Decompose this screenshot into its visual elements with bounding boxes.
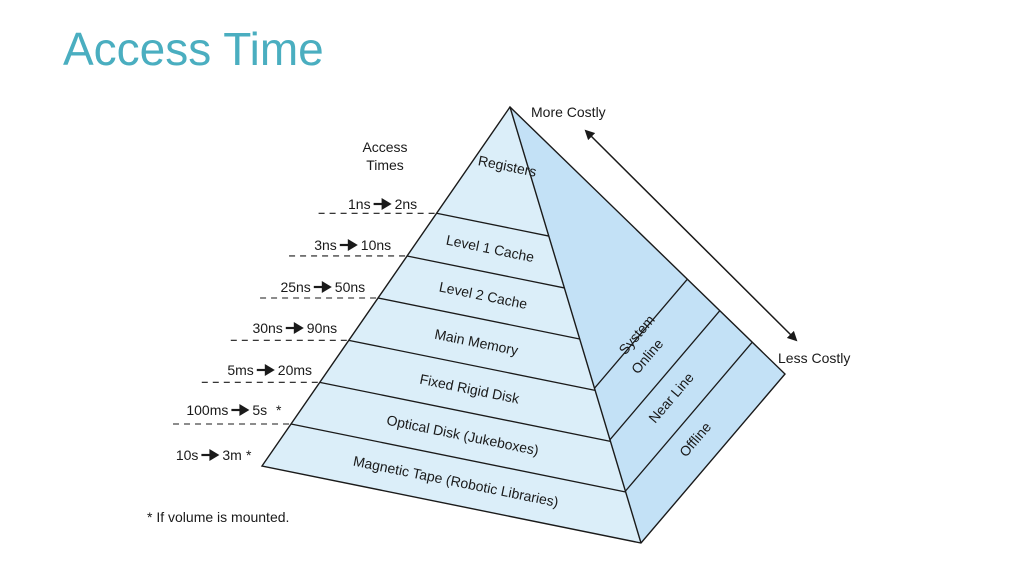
access-time-to: 2ns (395, 196, 418, 212)
slide-title: Access Time (63, 23, 324, 75)
access-time-label: 10s 3m * (176, 447, 252, 463)
arrow-head-icon (347, 239, 358, 251)
access-time-to: 20ms (278, 362, 312, 378)
less-costly-label: Less Costly (778, 350, 850, 366)
access-time-from: 30ns (252, 320, 282, 336)
pyramid-front-right-edge (509, 106, 642, 544)
access-time-label: 30ns 90ns (252, 320, 337, 336)
arrow-head-icon (264, 364, 275, 376)
access-time-from: 10s (176, 447, 199, 463)
access-times-header-line2: Times (366, 157, 404, 173)
cost-arrow (584, 129, 798, 342)
footnote-star: * (246, 447, 252, 463)
access-time-from: 100ms (186, 402, 228, 418)
access-time-from: 5ms (227, 362, 253, 378)
access-time-to: 50ns (335, 279, 365, 295)
footnote-star: * (276, 402, 282, 418)
access-time-to: 5s (252, 402, 267, 418)
access-time-to: 10ns (361, 237, 391, 253)
access-time-label: 100ms 5s * (186, 402, 282, 418)
side-divider (624, 341, 753, 492)
access-times-header-line1: Access (362, 139, 407, 155)
access-time-label: 25ns 50ns (280, 279, 365, 295)
access-time-to: 3m (222, 447, 241, 463)
access-time-label: 5ms 20ms (227, 362, 312, 378)
layer-divider (406, 255, 565, 289)
layer-divider (319, 381, 611, 443)
access-time-label: 3ns 10ns (314, 237, 391, 253)
access-time-from: 1ns (348, 196, 371, 212)
more-costly-label: More Costly (531, 104, 606, 120)
footnote: * If volume is mounted. (147, 509, 289, 525)
access-time-label: 1ns 2ns (348, 196, 417, 212)
arrow-head-icon (321, 281, 332, 293)
access-time-from: 25ns (280, 279, 310, 295)
access-time-to: 90ns (307, 320, 337, 336)
arrow-head-icon (293, 322, 304, 334)
layer-divider (348, 339, 596, 392)
layer-divider (290, 423, 626, 493)
layer-divider (377, 297, 580, 340)
layer-divider (436, 212, 549, 237)
access-time-from: 3ns (314, 237, 337, 253)
arrow-head-icon (381, 198, 392, 210)
arrow-head-icon (239, 404, 250, 416)
pyramid-front-face (262, 107, 641, 543)
arrow-head-icon (209, 449, 220, 461)
